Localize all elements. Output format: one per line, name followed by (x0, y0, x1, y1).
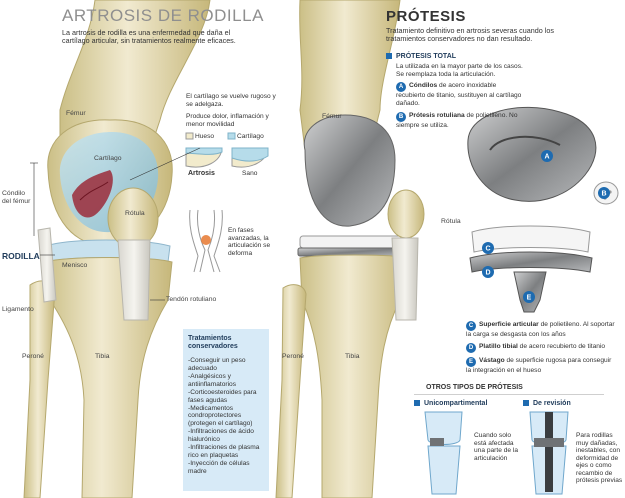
right-tendon (391, 237, 419, 321)
left-title: ARTROSIS DE RODILLA (62, 6, 264, 25)
other-types-divider (414, 394, 604, 395)
part-d-text: de acero recubierto de titanio (517, 343, 606, 350)
unicompartimental-knee-icon (424, 411, 463, 495)
part-b-bold: Prótesis rotuliana (409, 112, 465, 119)
rev-text: Para rodillas muy dañadas, inestables, c… (576, 432, 623, 485)
marker-d: D (482, 266, 494, 278)
symptoms-note: Produce dolor, inflamación y menor movil… (186, 113, 269, 128)
treatment-item: -Infiltraciones de plasma rico en plaque… (188, 444, 260, 459)
uni-text: Cuando solo está afectada una parte de l… (474, 432, 518, 462)
left-intro: La artrosis de rodilla es una enfermedad… (62, 28, 236, 46)
svg-text:E: E (527, 295, 532, 302)
other-types-heading: OTROS TIPOS DE PRÓTESIS (426, 384, 523, 391)
part-a-text: de acero inoxidable recubierto de titani… (396, 82, 522, 107)
part-d-bold: Platillo tibial (479, 343, 518, 350)
marker-a-label: A (396, 82, 406, 92)
exploded-tibial-tray (469, 251, 593, 273)
treatments-heading: Tratamientos conservadores (188, 335, 238, 351)
part-e-text: de superficie rugosa para conseguir la i… (466, 357, 612, 374)
legend-cartilago: Cartílago (237, 133, 264, 140)
cartilage-note: El cartílago se vuelve rugoso y se adelg… (186, 93, 276, 108)
marker-a: A (541, 150, 553, 162)
left-tibia (43, 257, 173, 498)
rev-heading-text: De revisión (533, 400, 571, 407)
right-patella (387, 189, 425, 239)
marker-b: B (598, 187, 610, 199)
svg-text:A: A (544, 154, 549, 161)
label-menisco: Menisco (62, 262, 88, 269)
deformed-legs-icon (189, 209, 223, 273)
marker-d-label: D (466, 343, 476, 353)
svg-text:D: D (485, 270, 490, 277)
label-cartilago: Cartílago (94, 155, 122, 162)
part-c-text: de polietileno. Al soportar la carga se … (466, 321, 615, 338)
label-perone-right: Peroné (282, 353, 304, 360)
right-tibia (299, 254, 409, 498)
right-tibial-insert (297, 235, 407, 257)
artrosis-cartilage-icon (185, 147, 223, 168)
treatments-box: Tratamientos conservadores -Conseguir un… (183, 329, 269, 491)
uni-square-icon (414, 400, 420, 407)
marker-b-label: B (396, 112, 406, 122)
label-rotula-left: Rótula (125, 210, 145, 217)
section-square-icon (386, 53, 392, 60)
sano-label: Sano (242, 170, 258, 177)
treatment-item: -Analgésicos y antiinflamatorios (188, 372, 237, 388)
total-desc: La utilizada en la mayor parte de los ca… (396, 63, 523, 78)
left-ligament (37, 227, 57, 303)
label-tendon: Tendón rotuliano (166, 296, 217, 303)
femoral-component (303, 114, 396, 227)
label-condilo: Cóndilo del fémur (2, 190, 31, 205)
part-e-bold: Vástago (479, 357, 505, 364)
artrosis-label: Artrosis (188, 170, 215, 177)
uni-heading-text: Unicompartimental (424, 400, 488, 407)
treatment-item: -Corticoesteroides para fases agudas (188, 388, 257, 404)
deform-note: En fases avanzadas, la articulación se d… (228, 227, 271, 257)
exploded-articular-surface (471, 225, 591, 253)
label-femur-right: Fémur (322, 113, 342, 120)
rev-heading: De revisión (523, 400, 571, 408)
revision-knee-icon (529, 411, 569, 495)
treatment-item: -Conseguir un peso adecuado (188, 357, 246, 372)
left-tendon (117, 239, 151, 321)
right-fibula (275, 284, 307, 498)
label-femur-left: Fémur (66, 110, 86, 117)
label-perone-left: Peroné (22, 353, 44, 360)
right-intro: Tratamiento definitivo en artrosis sever… (386, 26, 554, 44)
rev-square-icon (523, 400, 529, 407)
marker-c-label: C (466, 321, 476, 331)
label-rodilla: RODILLA (2, 251, 40, 261)
right-title: PRÓTESIS (386, 8, 466, 25)
uni-heading: Unicompartimental (414, 400, 487, 408)
label-rotula-right: Rótula (441, 218, 461, 225)
part-a-bold: Cóndilos (409, 82, 438, 89)
sano-cartilage-icon (231, 147, 269, 168)
svg-text:C: C (485, 246, 490, 253)
hueso-swatch (185, 132, 194, 140)
part-b-text: de polietileno. No siempre se utiliza. (396, 112, 518, 129)
label-ligamento: Ligamento (2, 306, 34, 313)
label-tibia-left: Tibia (95, 353, 110, 360)
marker-e: E (523, 291, 535, 303)
exploded-femoral-component (467, 106, 597, 202)
cartilago-swatch (227, 132, 236, 140)
total-heading-text: PRÓTESIS TOTAL (396, 53, 457, 60)
legend-hueso: Hueso (195, 133, 215, 140)
marker-c: C (482, 242, 494, 254)
treatment-item: -Medicamentos condroprotectores (protege… (188, 404, 253, 428)
total-heading: PRÓTESIS TOTAL (386, 53, 456, 61)
label-tibia-right: Tibia (345, 353, 360, 360)
left-patella (107, 187, 159, 249)
treatment-item: -Inyección de células madre (188, 459, 250, 475)
svg-text:B: B (601, 191, 606, 198)
part-c-bold: Superficie articular (479, 321, 539, 328)
marker-e-label: E (466, 357, 476, 367)
treatment-item: -Infiltraciones de ácido hialurónico (188, 428, 254, 444)
